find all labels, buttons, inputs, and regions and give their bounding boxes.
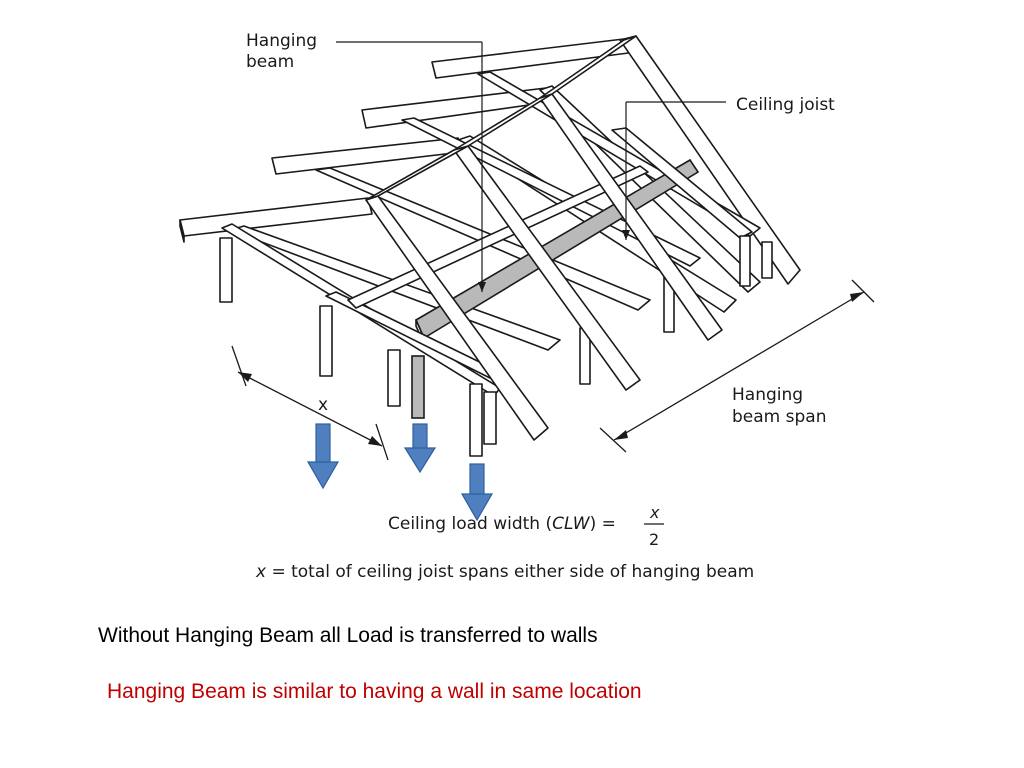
load-arrows [306,423,494,522]
hanging-beam-label-line2: beam [246,52,294,72]
dimension-hanging-beam-span [599,279,875,453]
caption-hanging-beam-like-wall: Hanging Beam is similar to having a wall… [107,680,642,703]
hanging-beam-span-label-line2: beam span [732,407,826,427]
leader-lines [336,41,726,292]
wall-studs [219,235,773,457]
hanging-beam-span-label-line1: Hanging [732,385,803,405]
x-label: x [318,395,328,415]
formula-lhs: Ceiling load width (CLW) = [388,514,616,534]
formula-denominator: 2 [649,530,659,549]
formula-numerator: x [649,503,660,522]
dimension-x [231,345,389,461]
hanging-beam-label-line1: Hanging [246,31,317,51]
formula-definition: x = total of ceiling joist spans either … [255,562,754,582]
clw-formula: Ceiling load width (CLW) = x 2 x = total… [255,503,754,582]
load-arrow-right [460,463,494,522]
rafters-front [365,35,723,441]
load-arrow-left [306,423,340,490]
caption-without-hanging-beam: Without Hanging Beam all Load is transfe… [98,624,598,647]
ceiling-joist-label: Ceiling joist [736,95,835,115]
load-arrow-middle [403,423,437,474]
